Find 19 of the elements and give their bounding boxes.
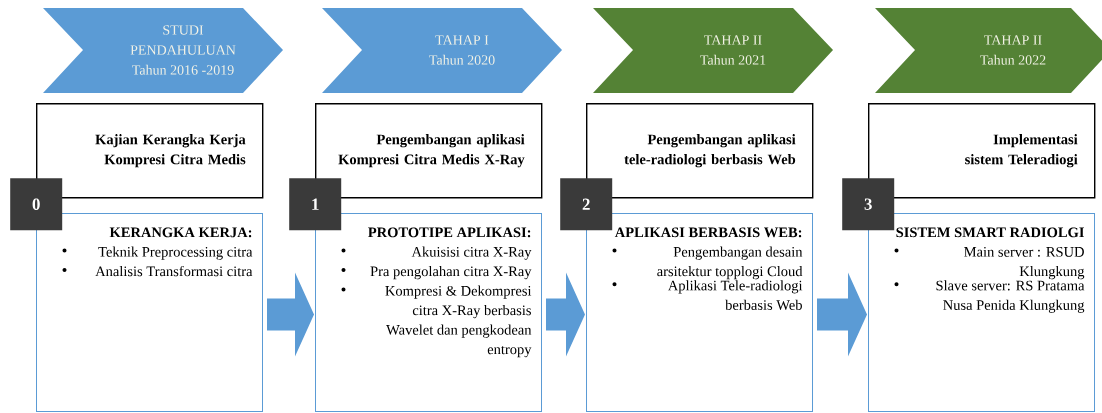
number-square: 0 <box>10 178 63 231</box>
content-box: APLIKASI BERBASIS WEB: Pengembangan desain arsitektur topplogi Cloud Aplikasi Tele-radiologi berbasis Web <box>586 213 813 412</box>
content-box: SISTEM SMART RADIOLGI Main server : RSUD Klungkung Slave server: RS Pratama Nusa Penida Klungkung <box>868 213 1095 412</box>
content-box: PROTOTIPE APLIKASI: Akuisisi citra X-Ray Pra pengolahan citra X-Ray Kompresi & Dekompresi citra X-Ray berbasis Wavelet dan pengkodean entropy <box>315 213 542 412</box>
stage-banner: TAHAP II Tahun 2021 <box>593 8 833 93</box>
title-box: Implementasi sistem Teleradiogi <box>868 103 1096 199</box>
block-arrow <box>546 272 585 357</box>
title-box: Kajian Kerangka Kerja Kompresi Citra Medis <box>36 103 264 199</box>
block-arrow <box>817 272 867 357</box>
number-square: 3 <box>842 178 895 231</box>
stage-banner: TAHAP I Tahun 2020 <box>322 8 562 93</box>
content-box: KERANGKA KERJA: Teknik Preprocessing citra Analisis Transformasi citra <box>36 213 263 412</box>
number-square: 2 <box>560 178 613 231</box>
number-square: 1 <box>289 178 342 231</box>
block-arrow <box>267 272 314 357</box>
stage-banner: TAHAP II Tahun 2022 <box>875 8 1102 93</box>
title-box: Pengembangan aplikasi Kompresi Citra Medis X-Ray <box>315 103 543 199</box>
stage-banner: STUDI PENDAHULUAN Tahun 2016 -2019 <box>43 8 283 93</box>
title-box: Pengembangan aplikasi tele-radiologi berbasis Web <box>586 103 814 199</box>
